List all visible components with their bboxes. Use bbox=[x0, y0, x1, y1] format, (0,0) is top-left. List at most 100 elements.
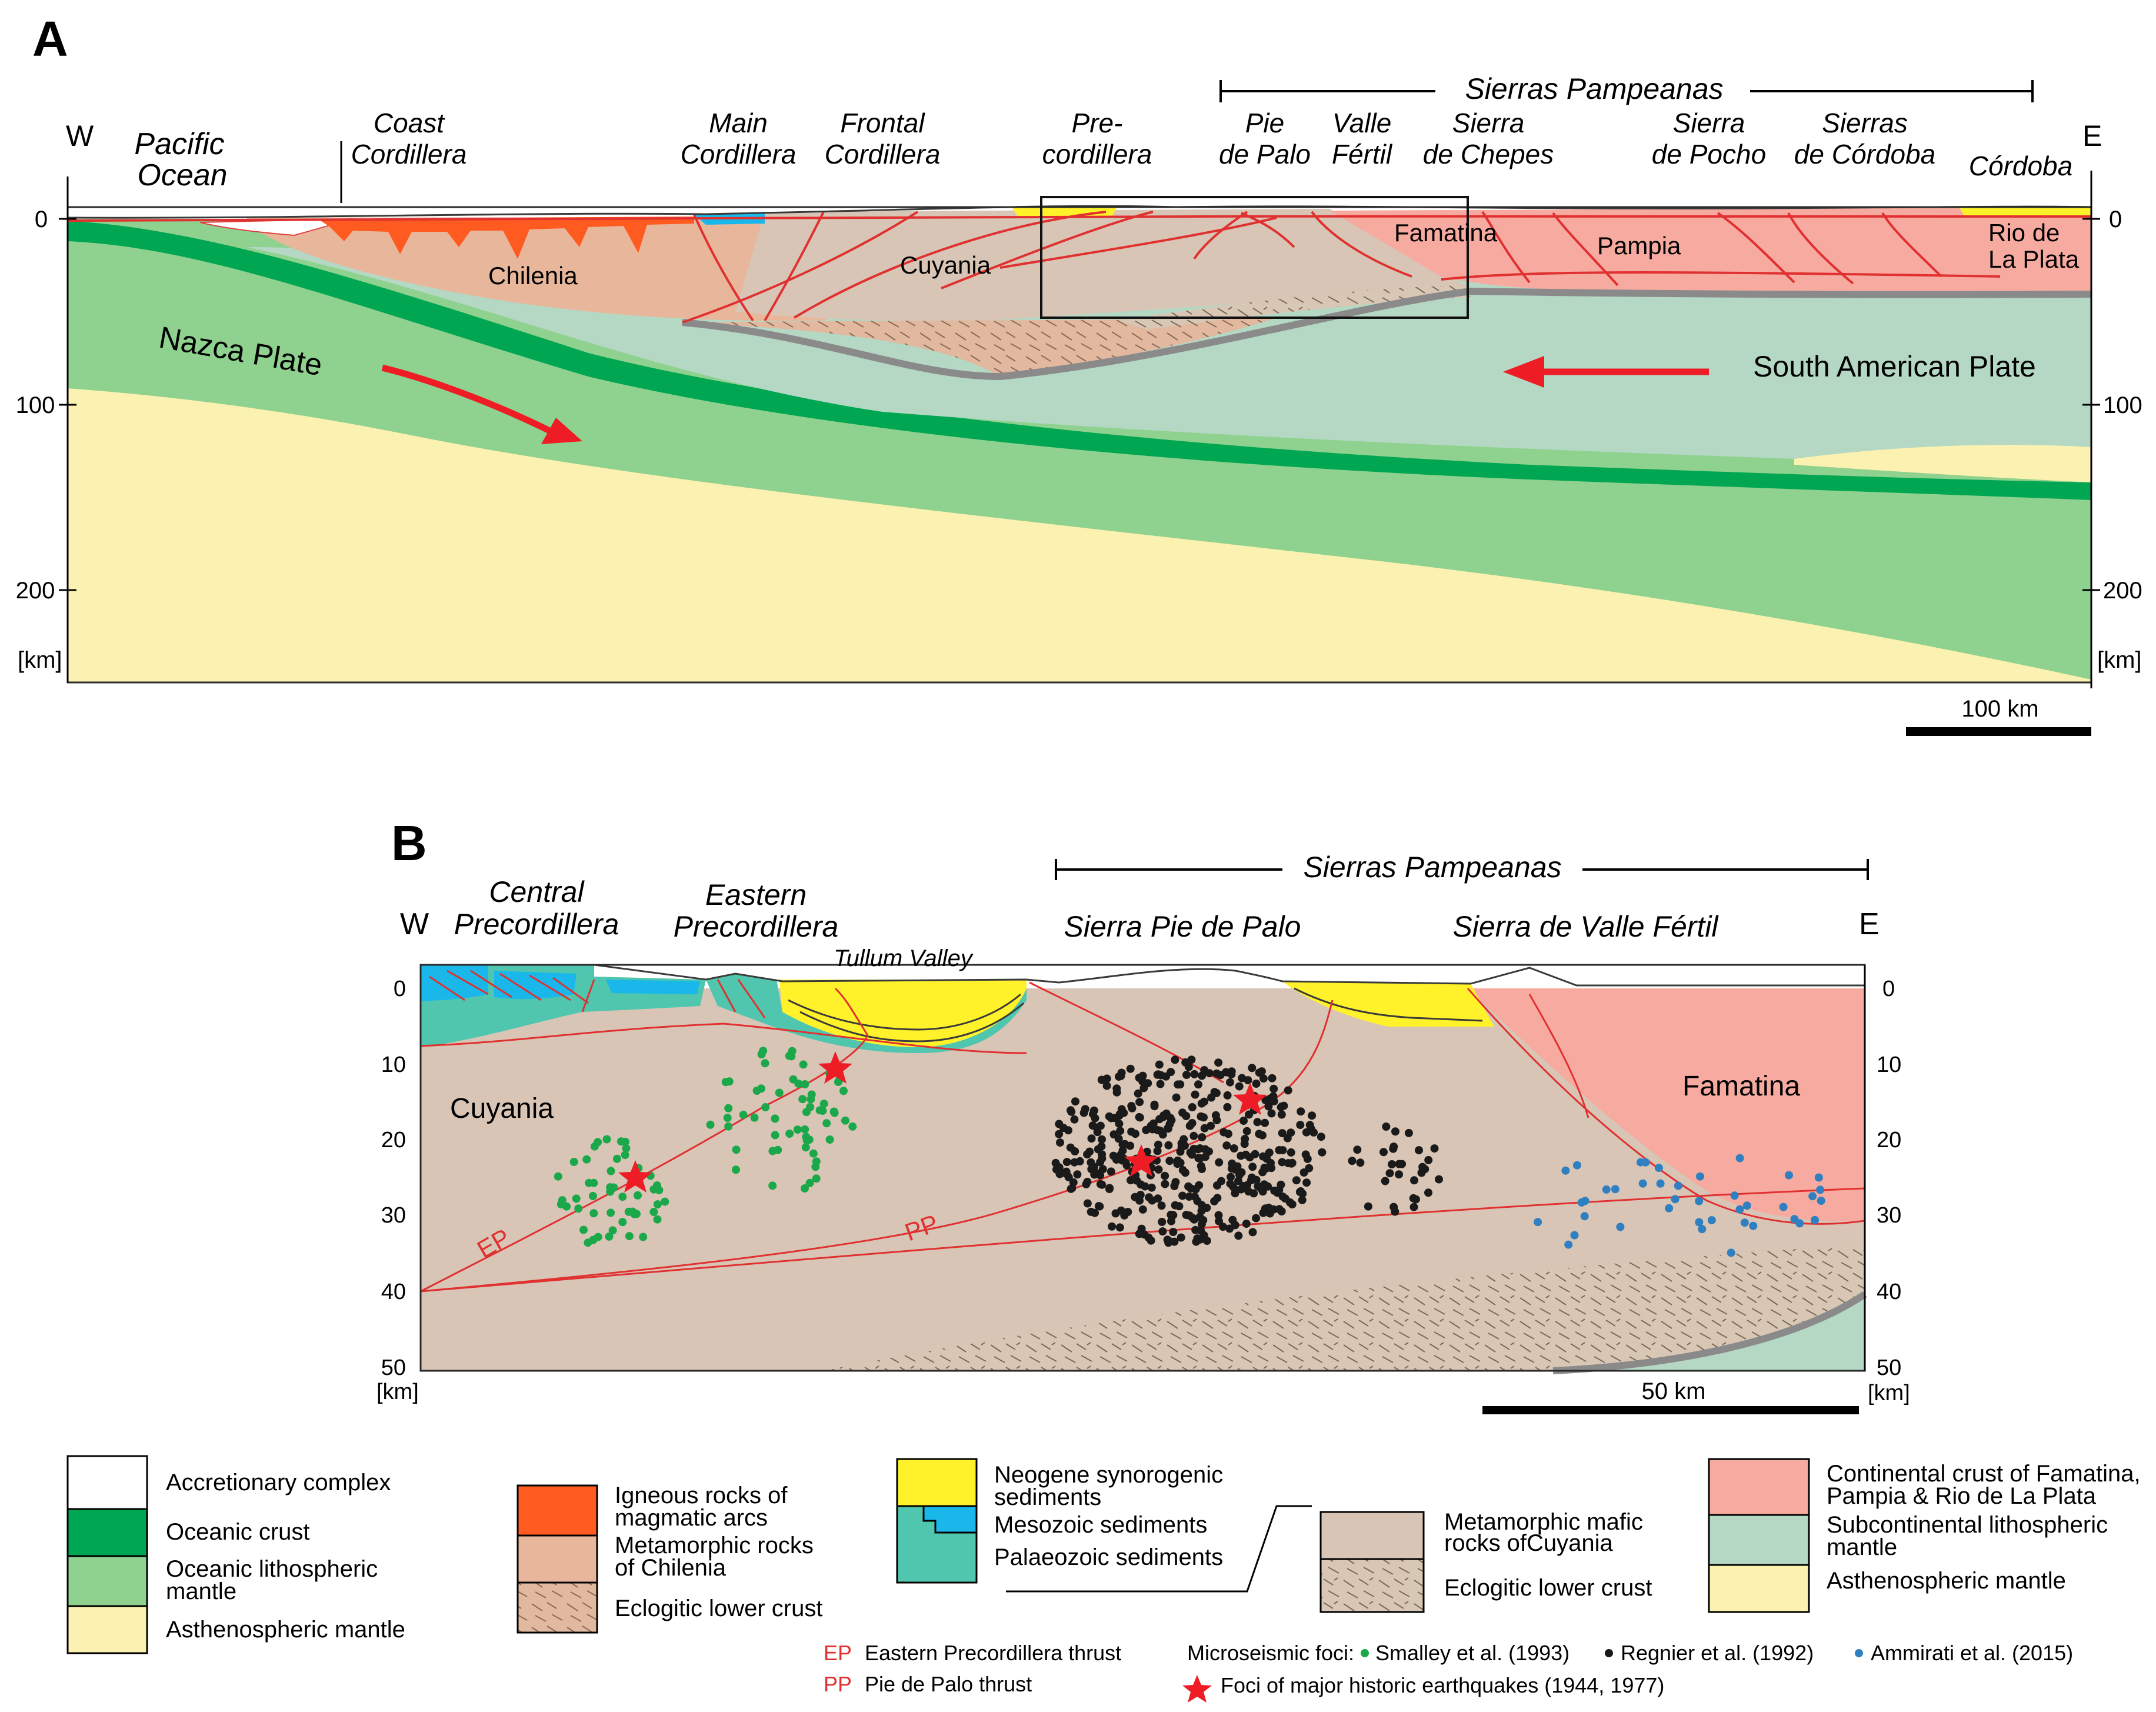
svg-text:Sierras: Sierras bbox=[1822, 108, 1908, 138]
seismic-focus-dot bbox=[1253, 1118, 1262, 1127]
seismic-focus-dot bbox=[1158, 1218, 1167, 1226]
seismic-focus-dot bbox=[1229, 1144, 1238, 1153]
seismic-focus-dot bbox=[1153, 1147, 1162, 1155]
seismic-focus-dot bbox=[1051, 1158, 1060, 1167]
seismic-focus-dot bbox=[1165, 1157, 1174, 1165]
seismic-focus-dot bbox=[732, 1165, 740, 1174]
seismic-focus-dot bbox=[1182, 1071, 1191, 1079]
seismic-focus-dot bbox=[1098, 1165, 1107, 1174]
seismic-focus-dot bbox=[1735, 1205, 1744, 1214]
seismic-focus-dot bbox=[1178, 1165, 1187, 1174]
svg-text:EP: EP bbox=[824, 1641, 852, 1665]
ep-thrust bbox=[420, 1035, 869, 1293]
seismic-focus-dot bbox=[1424, 1188, 1432, 1197]
seismic-focus-dot bbox=[1602, 1185, 1611, 1194]
seismic-focus-dot bbox=[1098, 1180, 1107, 1189]
legend: Accretionary complex Oceanic crust Ocean… bbox=[66, 1455, 2141, 1703]
seismic-focus-dot bbox=[1131, 1130, 1139, 1138]
seismic-focus-dot bbox=[1216, 1071, 1225, 1080]
svg-text:de Pocho: de Pocho bbox=[1652, 139, 1766, 169]
seismic-focus-dot bbox=[1227, 1173, 1235, 1181]
seismic-focus-dot bbox=[1695, 1218, 1704, 1227]
seismic-focus-dot bbox=[1287, 1148, 1295, 1157]
panel-b-right-axis: 0 10 20 30 40 50 [km] bbox=[1864, 965, 1910, 1405]
seismic-focus-dot bbox=[1154, 1194, 1162, 1203]
seismic-focus-dot bbox=[1292, 1176, 1301, 1185]
seismic-focus-dot bbox=[1188, 1119, 1197, 1127]
svg-text:Famatina: Famatina bbox=[1394, 219, 1498, 247]
seismic-focus-dot bbox=[1265, 1209, 1274, 1218]
seismic-focus-dot bbox=[1239, 1117, 1248, 1125]
seismic-focus-dot bbox=[1181, 1058, 1190, 1067]
seismic-focus-dot bbox=[1211, 1111, 1220, 1120]
panel-b-eclogite bbox=[824, 1244, 1865, 1371]
seismic-focus-dot bbox=[1137, 1180, 1145, 1189]
seismic-focus-dot bbox=[1105, 1184, 1114, 1193]
svg-text:[km]: [km] bbox=[1868, 1381, 1910, 1405]
seismic-focus-dot bbox=[1223, 1091, 1232, 1100]
svg-text:Sierra: Sierra bbox=[1673, 108, 1745, 138]
svg-text:Sierra: Sierra bbox=[1452, 108, 1525, 138]
seismic-focus-dot bbox=[1056, 1138, 1064, 1147]
svg-text:0: 0 bbox=[2109, 206, 2122, 232]
seismic-focus-dot bbox=[1239, 1182, 1248, 1190]
seismic-focus-dot bbox=[1228, 1182, 1237, 1191]
seismic-focus-dot bbox=[1085, 1147, 1094, 1156]
seismic-focus-dot bbox=[1083, 1199, 1092, 1208]
seismic-focus-dot bbox=[1277, 1110, 1286, 1119]
seismic-focus-dot bbox=[1169, 1211, 1178, 1220]
seismic-focus-dot bbox=[554, 1172, 562, 1181]
panel-a-scale-bar: 100 km bbox=[1906, 696, 2091, 736]
seismic-focus-dot bbox=[1108, 1222, 1117, 1231]
seismic-focus-dot bbox=[1096, 1158, 1105, 1167]
svg-text:30: 30 bbox=[381, 1203, 406, 1228]
svg-text:20: 20 bbox=[381, 1128, 406, 1153]
seismic-focus-dot bbox=[812, 1157, 821, 1166]
seismic-focus-dot bbox=[602, 1135, 611, 1144]
seismic-focus-dot bbox=[1112, 1084, 1121, 1093]
svg-text:50: 50 bbox=[1877, 1355, 1901, 1380]
seismic-focus-dot bbox=[1244, 1076, 1252, 1085]
svg-text:Central: Central bbox=[489, 875, 585, 908]
seismic-focus-dot bbox=[793, 1125, 802, 1134]
seismic-focus-dot bbox=[1740, 1218, 1749, 1227]
seismic-focus-dot bbox=[1260, 1163, 1269, 1172]
svg-text:Rio de: Rio de bbox=[1988, 219, 2060, 247]
pampia-crust bbox=[1329, 207, 2091, 295]
seismic-focus-dot bbox=[801, 1080, 809, 1088]
seismic-focus-dot bbox=[1147, 1183, 1156, 1192]
seismic-focus-dot bbox=[1409, 1203, 1418, 1211]
seismic-focus-dot bbox=[1654, 1164, 1663, 1173]
seismic-focus-dot bbox=[1808, 1192, 1817, 1201]
svg-text:[km]: [km] bbox=[18, 647, 62, 673]
seismic-focus-dot bbox=[1696, 1172, 1704, 1181]
seismic-focus-dot bbox=[1135, 1074, 1144, 1082]
seismic-focus-dot bbox=[834, 1078, 842, 1087]
seismic-focus-dot bbox=[612, 1154, 621, 1163]
seismic-focus-dot bbox=[562, 1202, 571, 1211]
seismic-focus-dot bbox=[1259, 1074, 1268, 1083]
seismic-focus-dot bbox=[1379, 1148, 1388, 1157]
seismic-focus-dot bbox=[1707, 1216, 1716, 1225]
seismic-focus-dot bbox=[1147, 1121, 1155, 1130]
seismic-focus-dot bbox=[1135, 1230, 1144, 1238]
seismic-focus-dot bbox=[1155, 1060, 1164, 1069]
seismic-focus-dot bbox=[1134, 1089, 1142, 1098]
svg-text:Asthenospheric mantle: Asthenospheric mantle bbox=[1827, 1568, 2066, 1594]
svg-text:South American Plate: South American Plate bbox=[1753, 350, 2036, 383]
seismic-focus-dot bbox=[1139, 1084, 1148, 1093]
seismic-focus-dot bbox=[589, 1178, 598, 1187]
seismic-focus-dot bbox=[785, 1051, 794, 1060]
svg-text:Cordillera: Cordillera bbox=[825, 139, 941, 169]
seismic-focus-dot bbox=[1224, 1130, 1232, 1138]
legend-col5: Continental crust of Famatina,Pampia & R… bbox=[1708, 1458, 2141, 1613]
seismic-focus-dot bbox=[606, 1183, 615, 1192]
seismic-focus-dot bbox=[1364, 1202, 1372, 1211]
seismic-focus-dot bbox=[1128, 1175, 1136, 1184]
seismic-focus-dot bbox=[1145, 1193, 1154, 1202]
seismic-focus-dot bbox=[1225, 1068, 1234, 1077]
nazca-motion-arrow bbox=[381, 364, 555, 435]
panel-a-inset-box bbox=[1040, 196, 1469, 319]
svg-text:[km]: [km] bbox=[376, 1380, 419, 1404]
